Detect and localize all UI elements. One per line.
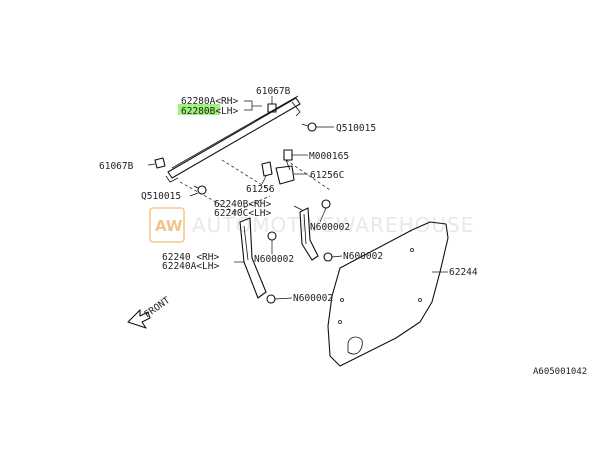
label-61256: 61256: [246, 184, 275, 195]
label-q510015-right: Q510015: [336, 123, 376, 134]
label-n600002-d: N600002: [293, 293, 333, 304]
nut-n600002-b: [267, 231, 277, 254]
label-n600002-c: N600002: [343, 251, 383, 262]
watermark-logo: AW: [155, 217, 183, 235]
label-62280b: 62280B<LH>: [181, 106, 238, 117]
front-label: FRONT: [142, 295, 172, 321]
label-n600002-b: N600002: [254, 254, 294, 265]
callout-62280: [244, 100, 262, 111]
label-q510015-left: Q510015: [141, 191, 181, 202]
bolt-m000165: [283, 149, 308, 171]
front-guide-rail: [234, 217, 267, 299]
belt-molding: [165, 95, 301, 183]
nut-n600002-a: [319, 199, 331, 223]
guide-lines: [179, 159, 331, 213]
label-62240c: 62240C<LH>: [214, 208, 271, 219]
watermark-text: AUTOMOTIVEWAREHOUSE: [192, 213, 474, 237]
label-62240b: 62240B<RH>: [214, 199, 271, 210]
label-n600002-a: N600002: [310, 222, 350, 233]
front-arrow-icon: [127, 309, 151, 329]
clip-61067b-top: [267, 96, 277, 113]
rear-guide-rail: [293, 205, 319, 261]
watermark-logo-box: [149, 207, 185, 243]
stopper-61256c: [275, 165, 308, 185]
sealing-cover: [327, 221, 449, 367]
highlight-62280b: [178, 104, 220, 115]
label-61067b-top: 61067B: [256, 86, 291, 97]
watermark: AW AUTOMOTIVEWAREHOUSE: [149, 207, 474, 243]
clip-61067b-left: [147, 157, 166, 169]
label-62244: 62244: [449, 267, 478, 278]
label-62240: 62240 <RH>: [162, 252, 219, 263]
screw-q510015-right: [301, 122, 334, 132]
stopper-61256: [261, 161, 273, 185]
screw-q510015-left: [189, 185, 207, 197]
label-61067b-left: 61067B: [99, 161, 134, 172]
nut-n600002-c: [323, 252, 343, 262]
label-62280a: 62280A<RH>: [181, 96, 238, 107]
label-m000165: M000165: [309, 151, 349, 162]
reference-code: A605001042: [533, 367, 587, 377]
label-62240a: 62240A<LH>: [162, 261, 219, 272]
label-61256c: 61256C: [310, 170, 344, 181]
nut-n600002-d: [266, 294, 293, 304]
